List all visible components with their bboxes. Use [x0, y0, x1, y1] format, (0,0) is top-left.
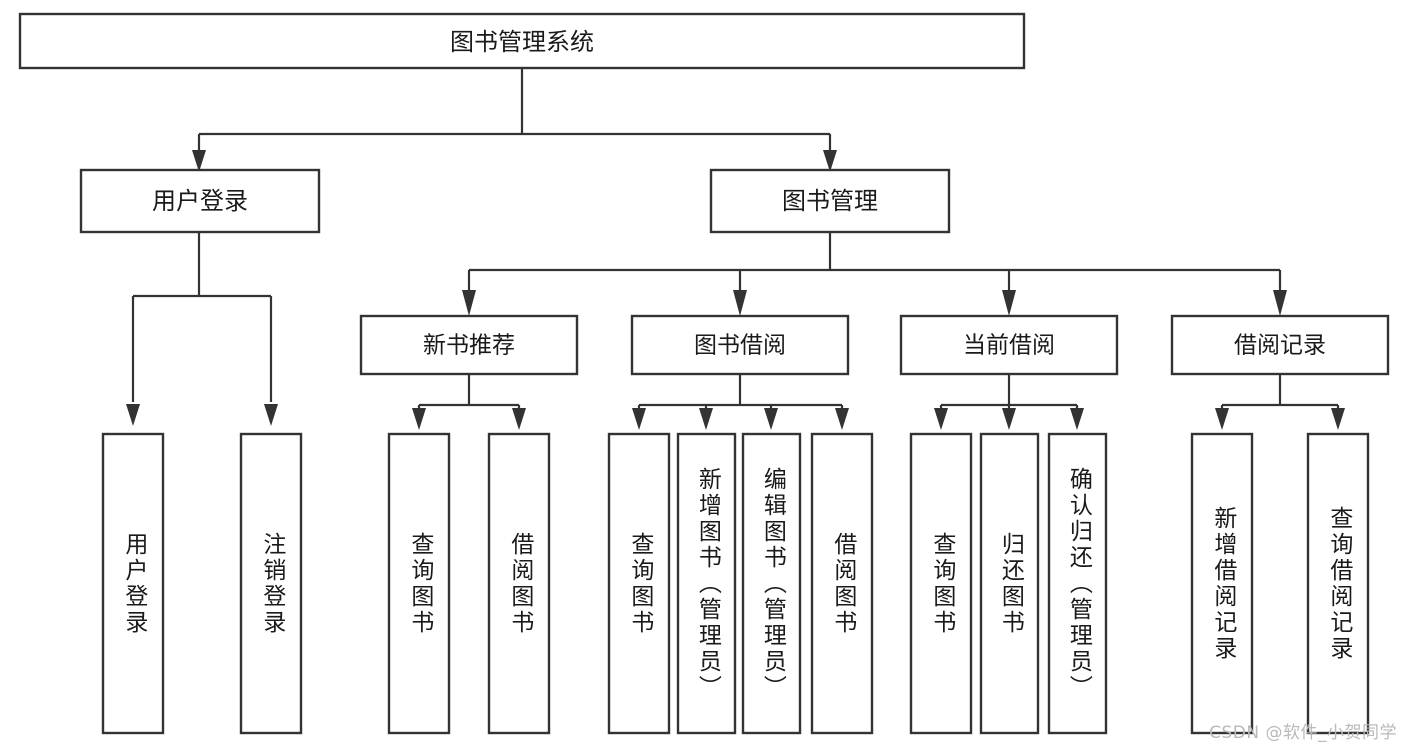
arrowhead-recommend-leaf-0	[412, 408, 426, 430]
node-borrow-record[interactable]: 借阅记录	[1170, 314, 1390, 376]
node-new-book-recommend[interactable]: 新书推荐	[359, 314, 579, 376]
node-user-login-label: 用户登录	[152, 187, 248, 215]
arrowhead-user-login	[192, 150, 206, 172]
arrowhead-borrow-leaf-3	[835, 408, 849, 430]
node-root-box[interactable]	[18, 12, 1026, 70]
arrowhead-current-leaf-1	[1002, 408, 1016, 430]
node-user-login[interactable]: 用户登录	[79, 168, 321, 234]
node-book-borrow-box[interactable]	[630, 314, 850, 376]
node-book-management[interactable]: 图书管理	[709, 168, 951, 234]
leaf-box-borrow-3[interactable]	[810, 432, 874, 735]
leaf-box-record-0[interactable]	[1190, 432, 1254, 735]
arrowhead-book-mgmt	[823, 150, 837, 172]
arrowhead-current-leaf-2	[1070, 408, 1084, 430]
csdn-watermark: CSDN @软件_小贺同学	[1209, 723, 1397, 743]
arrowhead-record-leaf-0	[1215, 408, 1229, 430]
arrowhead-borrow-leaf-2	[764, 408, 778, 430]
leaf-box-borrow-0[interactable]	[607, 432, 671, 735]
node-borrow-record-box[interactable]	[1170, 314, 1390, 376]
node-root-label: 图书管理系统	[450, 28, 594, 56]
leaf-box-user-login-0[interactable]	[101, 432, 165, 735]
arrowhead-user-login-leaf-1	[264, 404, 278, 426]
node-current-borrow-box[interactable]	[899, 314, 1119, 376]
node-new-book-recommend-label: 新书推荐	[423, 333, 515, 359]
arrowhead-current-leaf-0	[934, 408, 948, 430]
leaf-box-current-0[interactable]	[909, 432, 973, 735]
leaf-box-borrow-1[interactable]	[676, 432, 737, 735]
arrowhead-user-login-leaf-0	[126, 404, 140, 426]
leaf-box-group	[101, 432, 1370, 735]
node-book-borrow[interactable]: 图书借阅	[630, 314, 850, 376]
arrowhead-borrow-leaf-0	[632, 408, 646, 430]
node-book-management-box[interactable]	[709, 168, 951, 234]
arrowhead-record	[1273, 290, 1287, 316]
leaf-box-record-1[interactable]	[1306, 432, 1370, 735]
node-user-login-box[interactable]	[79, 168, 321, 234]
leaf-box-borrow-2[interactable]	[741, 432, 802, 735]
leaf-box-current-2[interactable]	[1047, 432, 1108, 735]
node-root[interactable]: 图书管理系统	[18, 12, 1026, 70]
node-current-borrow[interactable]: 当前借阅	[899, 314, 1119, 376]
node-book-borrow-label: 图书借阅	[694, 333, 786, 359]
arrowhead-record-leaf-1	[1331, 408, 1345, 430]
leaf-box-user-login-1[interactable]	[239, 432, 303, 735]
arrowhead-recommend-leaf-1	[512, 408, 526, 430]
arrowhead-current	[1002, 290, 1016, 316]
arrowhead-borrow	[733, 290, 747, 316]
node-borrow-record-label: 借阅记录	[1234, 333, 1326, 359]
node-new-book-recommend-box[interactable]	[359, 314, 579, 376]
arrowhead-borrow-leaf-1	[699, 408, 713, 430]
leaf-box-recommend-0[interactable]	[387, 432, 451, 735]
leaf-box-recommend-1[interactable]	[487, 432, 551, 735]
node-current-borrow-label: 当前借阅	[963, 333, 1055, 359]
node-book-management-label: 图书管理	[782, 187, 878, 215]
arrowhead-recommend	[462, 290, 476, 316]
arrowhead-group	[126, 150, 1345, 430]
leaf-box-current-1[interactable]	[979, 432, 1040, 735]
